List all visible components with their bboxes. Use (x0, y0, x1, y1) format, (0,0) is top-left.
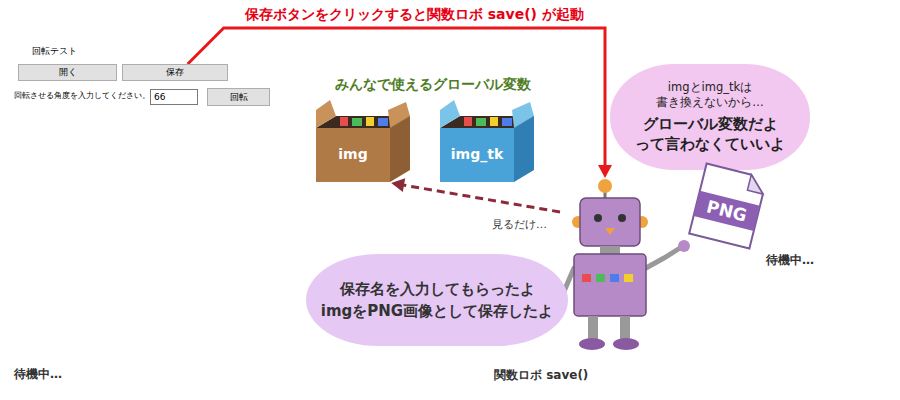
window-title: 回転テスト (10, 40, 285, 62)
button: 回転 (207, 88, 270, 106)
input-value: 66 (151, 90, 197, 104)
speech-bubble: 保存名を入力してもらったよ imgをPNG画像として保存したよ (306, 254, 568, 346)
button-label: 開く (19, 65, 116, 80)
region-title: みんなで使えるグローバル変数 (298, 66, 568, 94)
connector-arrow (391, 178, 560, 212)
arrow-head (598, 165, 612, 178)
cloud-region: みんなで使えるグローバル変数 img img_tk (298, 66, 568, 196)
button: 開く (18, 64, 117, 81)
button: 保存 (122, 64, 228, 81)
box-label: img (316, 146, 390, 162)
label-holder: 待機中… (766, 252, 814, 269)
box-label: img_tk (440, 146, 514, 162)
connector-line (402, 185, 560, 212)
file-icon: PNG (685, 161, 771, 252)
node-outline (440, 98, 534, 182)
text-input: 66 (150, 89, 198, 105)
edge-label-holder: 保存ボタンをクリックすると関数ロボ save() が起動 (245, 6, 584, 24)
robot-name: 関数ロボ save() (494, 367, 588, 384)
bubble-text: グローバル変数だよ って言わなくていいよ (628, 114, 792, 155)
button-label: 保存 (123, 65, 227, 80)
edge-label: 見るだけ… (492, 217, 547, 232)
status-note: 待機中… (766, 252, 814, 269)
field-label: 回転させる角度を入力してください。 (14, 91, 150, 101)
node-outline (560, 178, 690, 363)
arrow-head (391, 178, 405, 192)
node-outline (316, 98, 410, 182)
storage-box: img (316, 98, 410, 182)
bubble-text: 保存名を入力してもらったよ imgをPNG画像として保存したよ (318, 278, 556, 323)
speech-bubble: imgとimg_tkは 書き換えないから…グローバル変数だよ って言わなくていい… (610, 64, 810, 170)
storage-box: img_tk (440, 98, 536, 182)
status-note: 待機中… (14, 366, 62, 383)
edge-label: 保存ボタンをクリックすると関数ロボ save() が起動 (245, 6, 584, 24)
bubble-text: imgとimg_tkは 書き換えないから… (628, 80, 792, 111)
robot-figure: 関数ロボ save() (560, 178, 690, 363)
label-holder: 待機中… (14, 366, 62, 383)
label-holder: 回転させる角度を入力してください。 (14, 91, 150, 101)
edge-label-holder: 見るだけ… (492, 217, 547, 232)
app-window: 回転テスト開く保存 66 回転 (10, 40, 285, 272)
button-label: 回転 (208, 89, 269, 105)
